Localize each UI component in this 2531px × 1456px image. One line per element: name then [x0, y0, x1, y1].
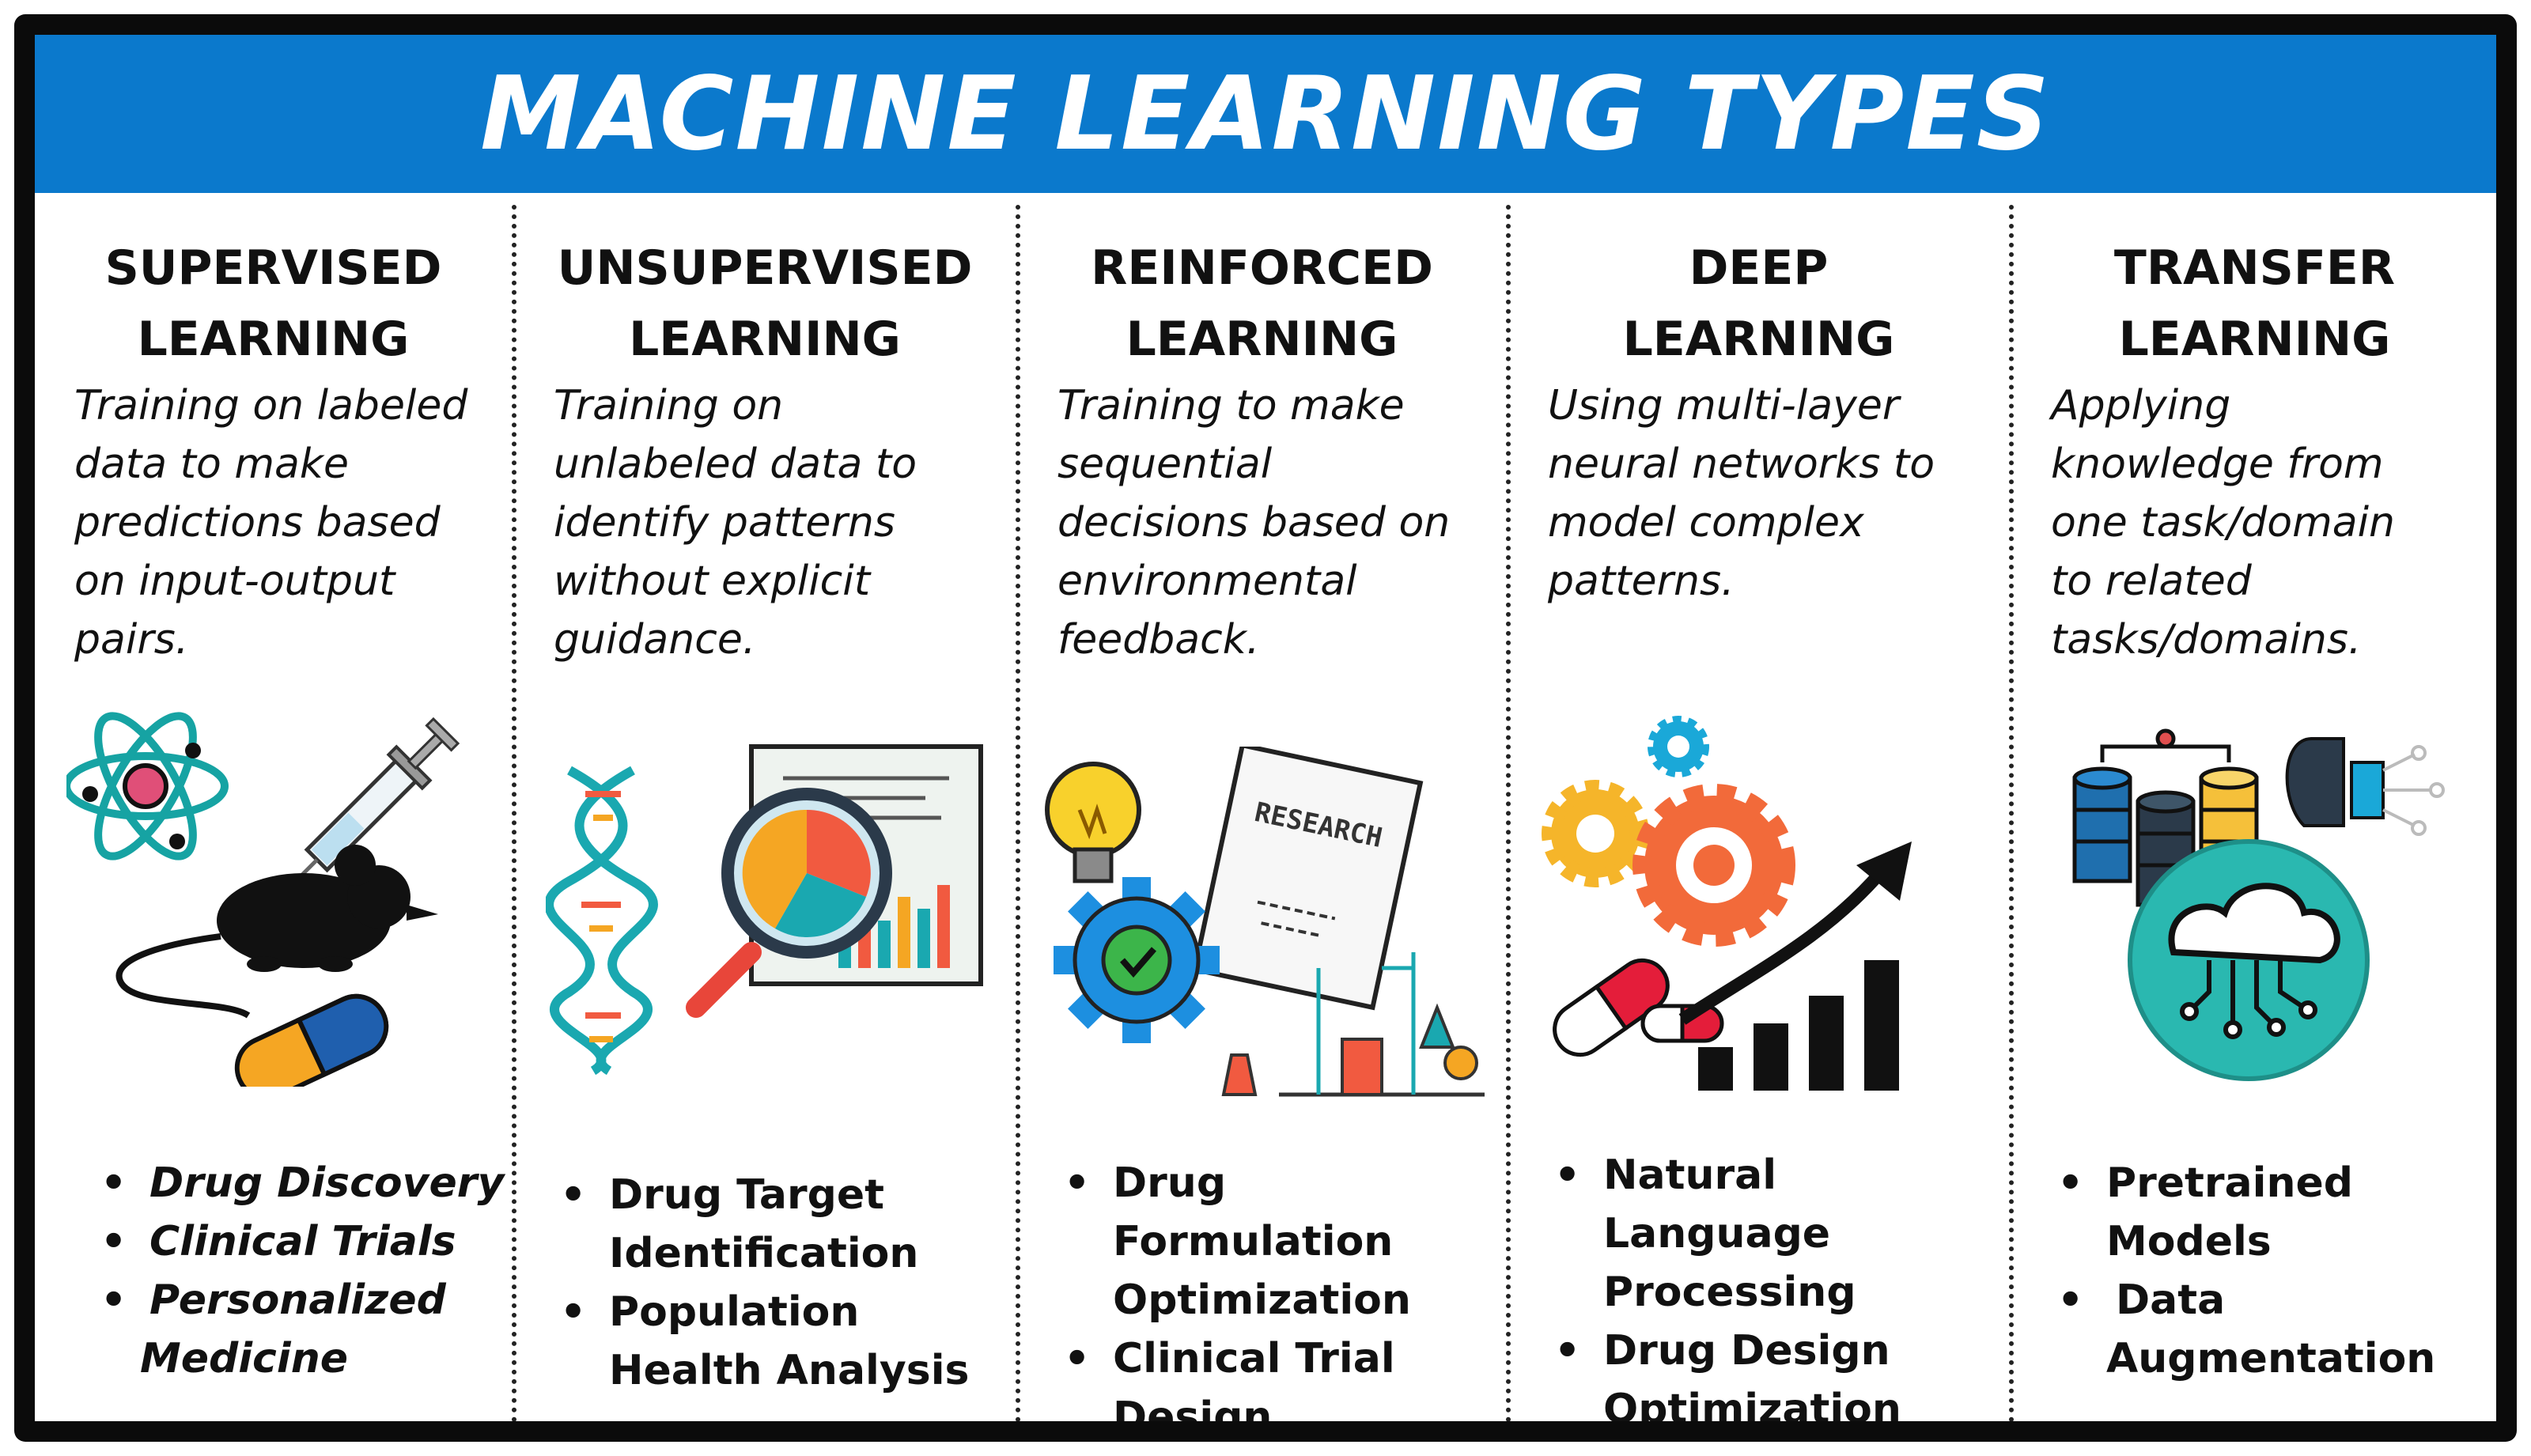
list-item: Clinical Trials: [94, 1212, 504, 1271]
cloud-data-icon: [2072, 728, 2445, 1081]
dna-analysis-icon: [546, 744, 983, 1076]
title-banner: MACHINE LEARNING TYPES: [35, 35, 2496, 193]
column-divider: [2009, 205, 2014, 1421]
column-divider: [1506, 205, 1511, 1421]
column-divider: [512, 205, 516, 1421]
main-title: MACHINE LEARNING TYPES: [480, 55, 2051, 173]
list-item: Drug Discovery: [94, 1154, 504, 1212]
research-gear-icon: RESEARCH: [1045, 747, 1485, 1097]
gears-growth-icon: [1542, 716, 1912, 1091]
column-divider: [1016, 205, 1020, 1421]
applications-list: Drug Discovery Clinical Trials Personali…: [94, 1154, 504, 1388]
science-lab-icon: [66, 712, 460, 1087]
